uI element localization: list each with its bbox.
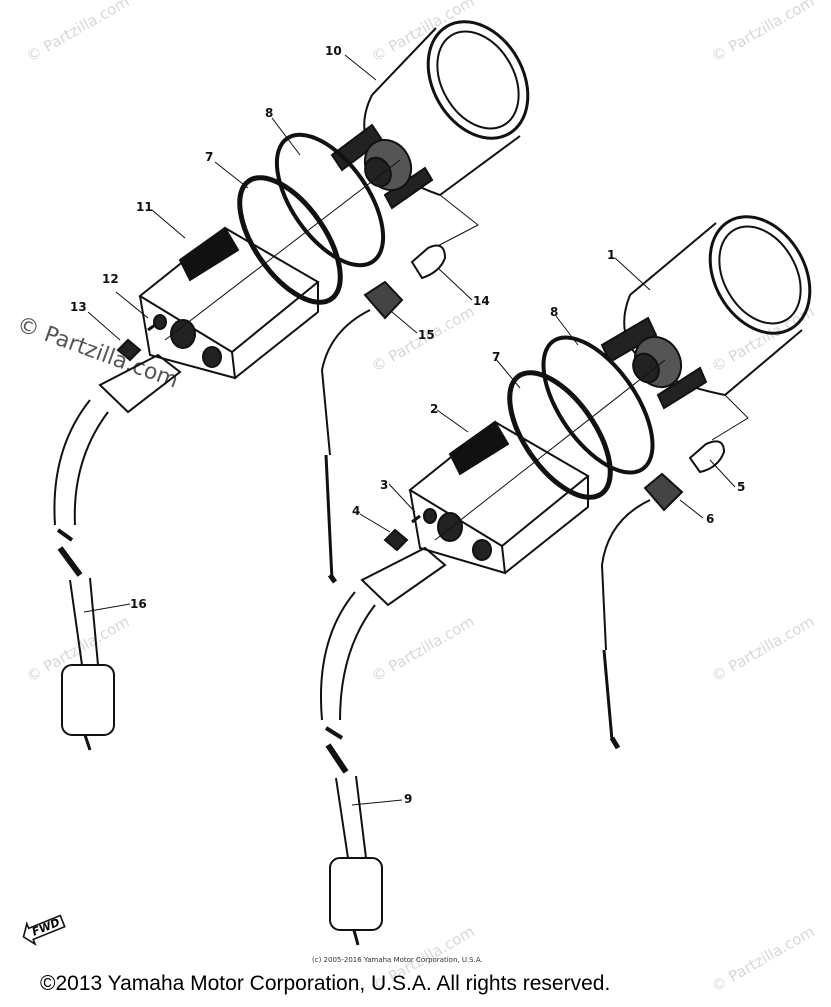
- gasket-ring-7-upper: [237, 175, 343, 305]
- copyright-small: (c) 2005-2016 Yamaha Motor Corporation, …: [312, 956, 483, 964]
- part-label-4: 4: [352, 504, 361, 518]
- part-label-11: 11: [136, 200, 153, 214]
- gasket-ring-8-lower: [541, 335, 655, 475]
- meter-housing-2: [408, 420, 590, 575]
- cable-9: [319, 514, 447, 946]
- meter-body-10: [330, 20, 530, 210]
- part-label-16: 16: [130, 597, 147, 611]
- bulb-14: [410, 244, 447, 280]
- meter-housing-11: [138, 226, 320, 380]
- part-label-5: 5: [737, 480, 746, 494]
- part-label-3: 3: [380, 478, 389, 492]
- part-label-7: 7: [492, 350, 501, 364]
- part-label-1: 1: [607, 248, 616, 262]
- part-label-13: 13: [70, 300, 87, 314]
- part-label-12: 12: [102, 272, 119, 286]
- part-label-8: 8: [265, 106, 274, 120]
- meter-body-1: [600, 215, 812, 410]
- cable-16: [53, 323, 182, 751]
- part-label-10: 10: [325, 44, 342, 58]
- part-label-8: 8: [550, 305, 559, 319]
- socket-15: [320, 280, 404, 584]
- bulb-5: [688, 440, 726, 474]
- gasket-ring-7-lower: [507, 370, 613, 500]
- copyright-notice: ©2013 Yamaha Motor Corporation, U.S.A. A…: [40, 972, 611, 995]
- part-label-6: 6: [706, 512, 715, 526]
- socket-6: [600, 472, 684, 750]
- part-label-9: 9: [404, 792, 413, 806]
- forward-arrow-icon: FWD: [17, 908, 69, 949]
- part-label-15: 15: [418, 328, 435, 342]
- part-label-2: 2: [430, 402, 439, 416]
- part-label-14: 14: [473, 294, 490, 308]
- part-label-7: 7: [205, 150, 214, 164]
